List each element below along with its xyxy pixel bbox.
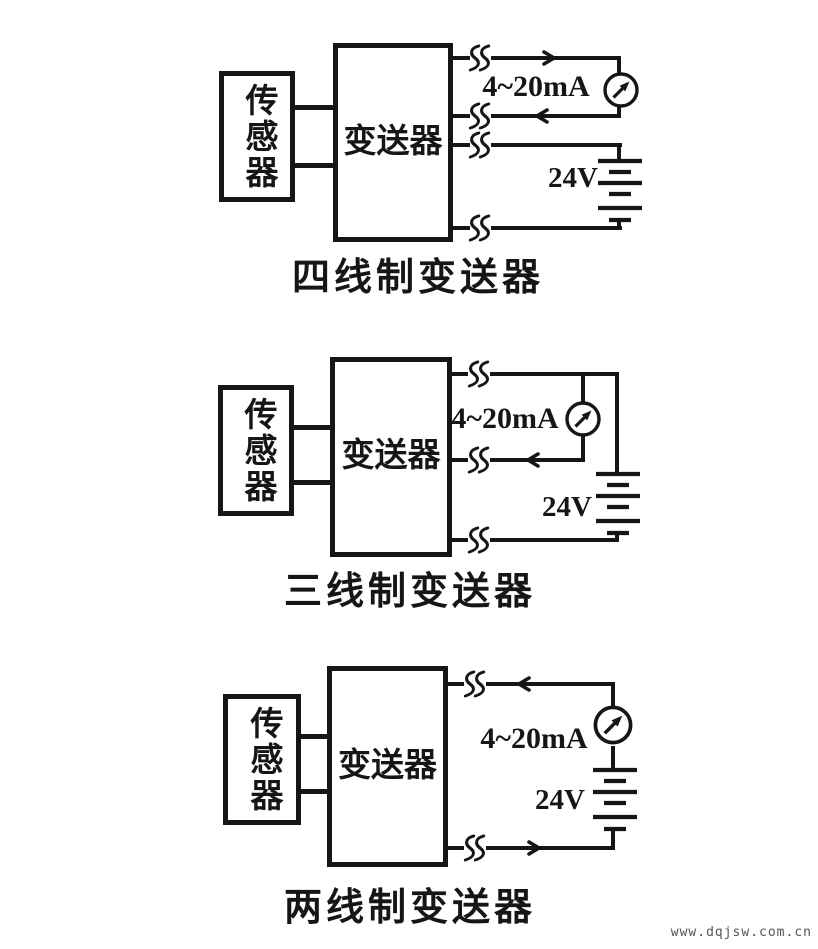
wire bbox=[490, 372, 619, 376]
sensor-link-wire bbox=[294, 163, 334, 168]
wire bbox=[486, 682, 615, 686]
wire bbox=[491, 114, 621, 118]
sensor-box: 传感器 bbox=[219, 71, 295, 202]
sensor-link-wire bbox=[293, 425, 331, 430]
current-range-label: 4~20mA bbox=[482, 70, 590, 103]
wire bbox=[581, 372, 585, 402]
wire bbox=[617, 220, 621, 230]
supply-voltage-label: 24V bbox=[535, 784, 585, 816]
wire-break-icon bbox=[468, 44, 491, 72]
sensor-link-wire bbox=[293, 480, 331, 485]
sensor-link-wire bbox=[301, 789, 327, 794]
supply-voltage-label: 24V bbox=[548, 162, 598, 194]
wire bbox=[452, 226, 470, 230]
wire bbox=[448, 846, 464, 850]
wire bbox=[486, 846, 615, 850]
wire-break-icon bbox=[468, 102, 491, 130]
wire-break-icon bbox=[467, 360, 490, 388]
wire bbox=[615, 533, 619, 542]
sensor-label: 传感器 bbox=[244, 705, 281, 814]
watermark: www.dqjsw.com.cn bbox=[670, 925, 812, 940]
wire bbox=[452, 114, 470, 118]
sensor-label: 传感器 bbox=[239, 82, 276, 191]
wire bbox=[491, 143, 622, 147]
wire bbox=[581, 434, 585, 462]
current-range-label: 4~20mA bbox=[451, 402, 559, 435]
wire bbox=[491, 226, 622, 230]
ammeter-icon bbox=[593, 705, 633, 745]
arrow-left-icon bbox=[515, 676, 531, 692]
sensor-label: 传感器 bbox=[238, 396, 275, 505]
current-range-label: 4~20mA bbox=[480, 722, 588, 755]
wire bbox=[617, 56, 621, 76]
wire-break-icon bbox=[467, 526, 490, 554]
wire-break-icon bbox=[468, 131, 491, 159]
arrow-right-icon bbox=[527, 840, 543, 856]
battery-icon bbox=[593, 767, 637, 832]
wire bbox=[490, 458, 585, 462]
supply-voltage-label: 24V bbox=[542, 491, 592, 523]
wire-break-icon bbox=[463, 670, 486, 698]
transmitter-box: 变送器 bbox=[333, 43, 453, 242]
transmitter-label: 变送器 bbox=[343, 123, 443, 160]
wire-break-icon bbox=[468, 214, 491, 242]
wire bbox=[452, 56, 470, 60]
arrow-left-icon bbox=[524, 452, 540, 468]
wire bbox=[451, 538, 468, 542]
wire bbox=[490, 538, 619, 542]
sensor-link-wire bbox=[294, 105, 334, 110]
arrow-right-icon bbox=[542, 50, 558, 66]
diagram-caption: 两线制变送器 bbox=[283, 887, 536, 929]
wire bbox=[617, 145, 621, 161]
wire bbox=[617, 106, 621, 118]
wire bbox=[611, 682, 615, 708]
wire-break-icon bbox=[463, 834, 486, 862]
transmitter-box: 变送器 bbox=[330, 357, 452, 557]
wire bbox=[451, 458, 468, 462]
wire bbox=[615, 372, 619, 474]
diagram-caption: 三线制变送器 bbox=[283, 571, 536, 613]
transmitter-label: 变送器 bbox=[338, 747, 437, 784]
wire bbox=[611, 829, 615, 850]
sensor-box: 传感器 bbox=[223, 694, 301, 825]
wire bbox=[451, 372, 468, 376]
diagram-caption: 四线制变送器 bbox=[291, 257, 544, 299]
ammeter-icon bbox=[603, 72, 639, 108]
wire-break-icon bbox=[467, 446, 490, 474]
sensor-box: 传感器 bbox=[218, 385, 294, 516]
wire bbox=[452, 143, 470, 147]
transmitter-label: 变送器 bbox=[341, 438, 441, 475]
sensor-link-wire bbox=[301, 734, 327, 739]
transmitter-box: 变送器 bbox=[327, 666, 448, 867]
ammeter-icon bbox=[565, 401, 601, 437]
wire bbox=[448, 682, 464, 686]
wire bbox=[611, 746, 615, 770]
arrow-left-icon bbox=[533, 108, 549, 124]
